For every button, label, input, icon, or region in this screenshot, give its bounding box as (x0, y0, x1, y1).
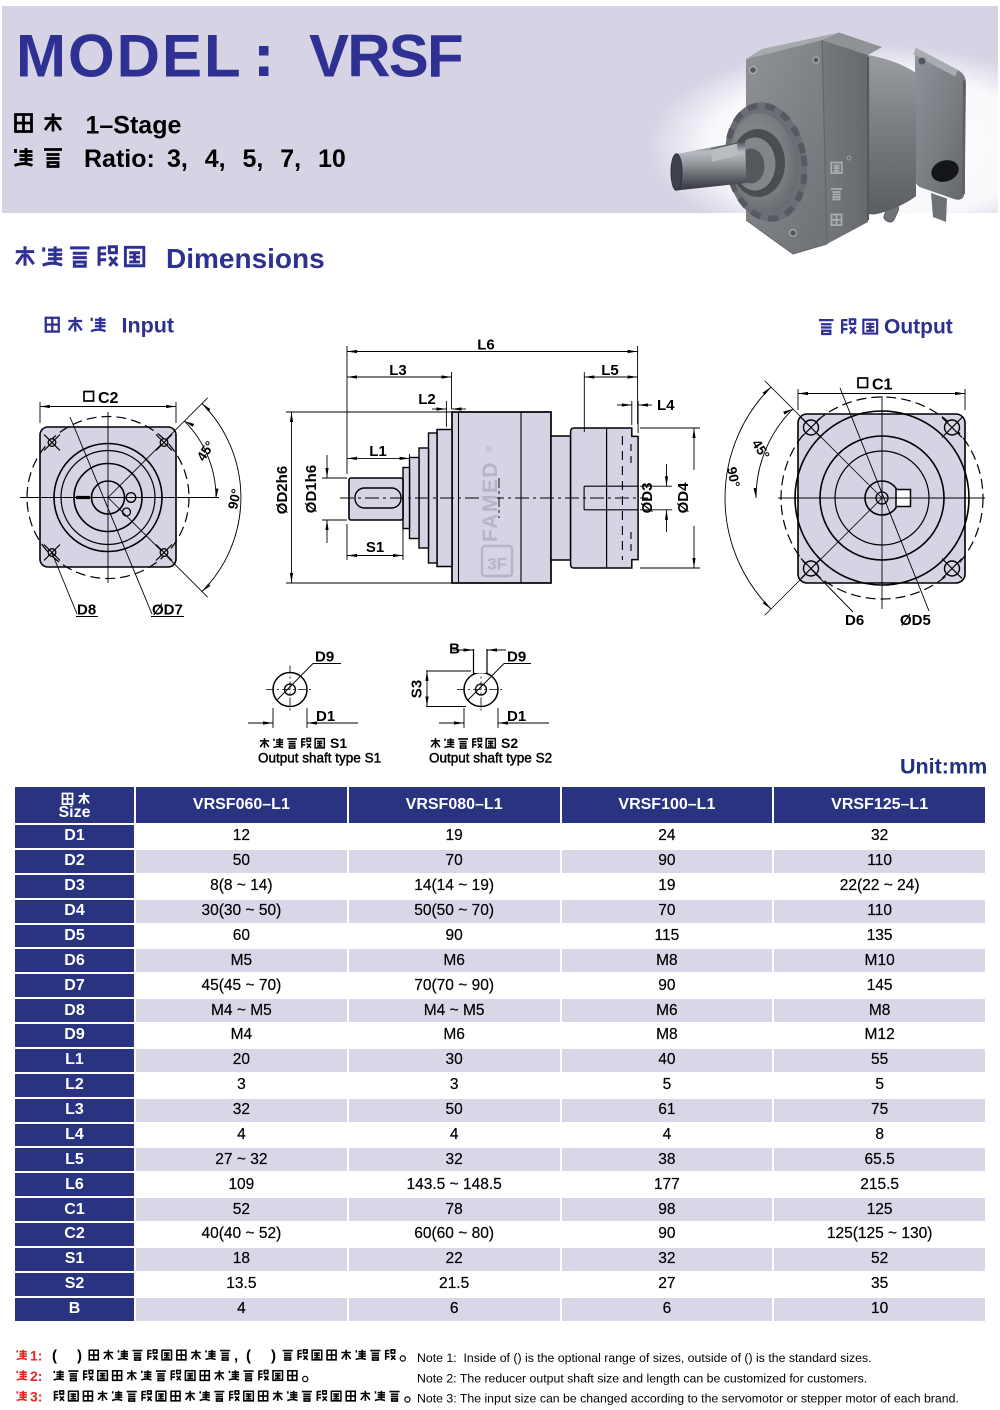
svg-text:®: ® (484, 445, 494, 452)
svg-text:3:: 3: (30, 1389, 42, 1405)
svg-text:L5: L5 (601, 362, 619, 379)
svg-text:FAMED: FAMED (479, 461, 502, 542)
svg-text:Input: Input (122, 314, 175, 338)
svg-text:D8: D8 (77, 602, 96, 619)
svg-text:D1: D1 (507, 708, 526, 725)
svg-text:): ) (271, 1348, 276, 1365)
svg-text:S1: S1 (330, 735, 347, 751)
svg-text:C1: C1 (872, 377, 893, 394)
svg-text:S3: S3 (409, 680, 426, 698)
svg-text:D6: D6 (845, 612, 864, 629)
svg-text:2:: 2: (30, 1368, 42, 1384)
svg-text:ØD7: ØD7 (152, 602, 183, 619)
svg-text:Note 2: The reducer output sha: Note 2: The reducer output shaft size an… (417, 1371, 867, 1385)
svg-text:90°: 90° (724, 466, 743, 489)
svg-text:(: ( (246, 1348, 251, 1365)
svg-text:): ) (77, 1348, 82, 1365)
svg-text:D1: D1 (316, 708, 335, 725)
svg-text:D9: D9 (507, 649, 526, 666)
svg-text:Output: Output (884, 316, 953, 339)
svg-text:,: , (234, 1348, 238, 1365)
svg-text:(: ( (52, 1348, 57, 1365)
svg-text:Output shaft type S2: Output shaft type S2 (429, 751, 552, 766)
svg-text:B: B (449, 641, 460, 658)
svg-text:ØD4: ØD4 (675, 482, 692, 514)
svg-text:Dimensions: Dimensions (166, 243, 325, 274)
svg-text:ØD3: ØD3 (639, 483, 656, 514)
svg-text:45°: 45° (194, 438, 218, 463)
svg-text:S2: S2 (501, 735, 518, 751)
svg-text:ØD5: ØD5 (900, 612, 931, 629)
svg-text:Output shaft type S1: Output shaft type S1 (258, 751, 381, 766)
svg-text:L1: L1 (369, 443, 387, 460)
svg-text:Unit:mm: Unit:mm (900, 755, 987, 779)
svg-text:Note 1: Inside of () is the o: Note 1: Inside of () is the optional ran… (417, 1351, 872, 1365)
svg-text:Note 3: The input size can be: Note 3: The input size can be changed ac… (417, 1392, 959, 1406)
svg-text:45°: 45° (749, 437, 773, 462)
svg-text:1:: 1: (30, 1348, 42, 1364)
svg-text:D9: D9 (315, 649, 334, 666)
svg-text:S1: S1 (366, 539, 384, 556)
svg-text:ØD1h6: ØD1h6 (303, 465, 320, 513)
svg-text:C2: C2 (98, 390, 119, 407)
svg-text:3F: 3F (487, 555, 507, 574)
svg-text:ØD2h6: ØD2h6 (274, 466, 291, 514)
svg-text:L3: L3 (389, 362, 407, 379)
svg-text:90°: 90° (225, 488, 244, 511)
svg-text:L2: L2 (418, 391, 436, 408)
svg-text:L4: L4 (657, 397, 675, 414)
svg-text:L6: L6 (477, 337, 495, 354)
